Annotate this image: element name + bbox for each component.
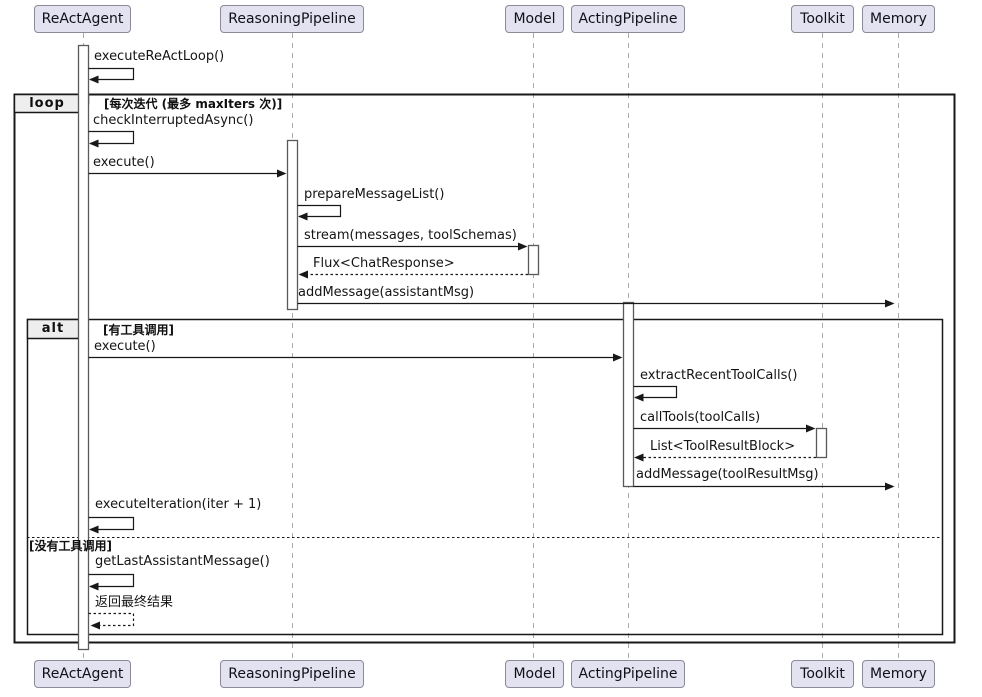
participant-reactagent-bottom: ReActAgent: [34, 660, 131, 688]
message-label-return-final-result: 返回最终结果: [95, 595, 174, 610]
participant-memory-top: Memory: [862, 5, 935, 33]
participant-toolkit-bottom: Toolkit: [791, 660, 854, 688]
message-label-calltools: callTools(toolCalls): [640, 410, 761, 425]
message-label-executereactloop: executeReActLoop(): [94, 49, 225, 64]
message-label-list-toolresultblock: List<ToolResultBlock>: [650, 439, 796, 454]
activation-model: [527, 244, 540, 276]
activation-reactagent: [77, 44, 90, 651]
participant-reasoningpipeline-top: ReasoningPipeline: [220, 5, 364, 33]
activation-actingpipeline: [622, 301, 635, 488]
participant-memory-bottom: Memory: [862, 660, 935, 688]
participant-actingpipeline-top: ActingPipeline: [571, 5, 685, 33]
message-label-checkinterruptedasync: checkInterruptedAsync(): [93, 113, 254, 128]
activation-toolkit: [815, 427, 828, 459]
message-label-flux-chatresponse: Flux<ChatResponse>: [313, 256, 455, 271]
message-label-execute-reasoning: execute(): [93, 155, 155, 170]
message-label-extractrecenttoolcalls: extractRecentToolCalls(): [640, 368, 798, 383]
activation-reasoningpipeline: [286, 139, 299, 311]
participant-reasoningpipeline-bottom: ReasoningPipeline: [220, 660, 364, 688]
participant-reactagent-top: ReActAgent: [34, 5, 131, 33]
loop-guard-label: [每次迭代 (最多 maxIters 次)]: [104, 97, 283, 111]
message-arrows: [88, 67, 895, 630]
message-label-execute-acting: execute(): [94, 339, 156, 354]
message-label-preparemessagelist: prepareMessageList(): [304, 187, 445, 202]
participant-model-bottom: Model: [505, 660, 564, 688]
message-label-stream: stream(messages, toolSchemas): [304, 228, 517, 243]
participant-model-top: Model: [505, 5, 564, 33]
participant-toolkit-top: Toolkit: [791, 5, 854, 33]
alt-guard-label: [有工具调用]: [103, 323, 174, 337]
alt-keyword-label: alt: [41, 321, 65, 336]
alt-else-guard-label: [没有工具调用]: [29, 539, 112, 553]
message-label-executeiteration: executeIteration(iter + 1): [95, 497, 262, 512]
message-label-addmessage-assistant: addMessage(assistantMsg): [298, 285, 475, 300]
message-label-getlastassistantmessage: getLastAssistantMessage(): [95, 554, 270, 569]
message-label-addmessage-toolresult: addMessage(toolResultMsg): [636, 467, 819, 482]
loop-keyword-label: loop: [29, 96, 65, 111]
participant-actingpipeline-bottom: ActingPipeline: [571, 660, 685, 688]
